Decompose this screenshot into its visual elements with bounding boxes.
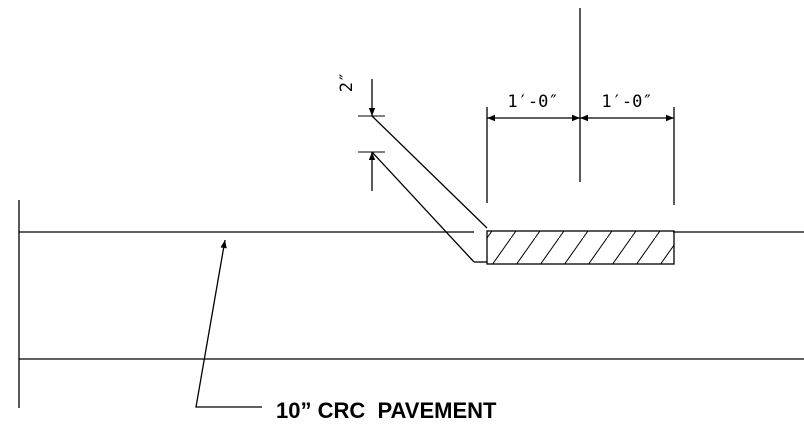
pavement-leader-line — [195, 239, 262, 408]
hatched-block — [486, 230, 675, 265]
joint-line-lower — [371, 151, 475, 263]
joint-line-upper — [371, 115, 488, 229]
dimension-text-left: 1′-0″ — [507, 92, 558, 112]
pavement-label: 10” CRC PAVEMENT — [276, 398, 497, 423]
dimension-text-right: 1′-0″ — [601, 92, 652, 112]
dimension-text-vertical: 2″ — [337, 72, 357, 92]
